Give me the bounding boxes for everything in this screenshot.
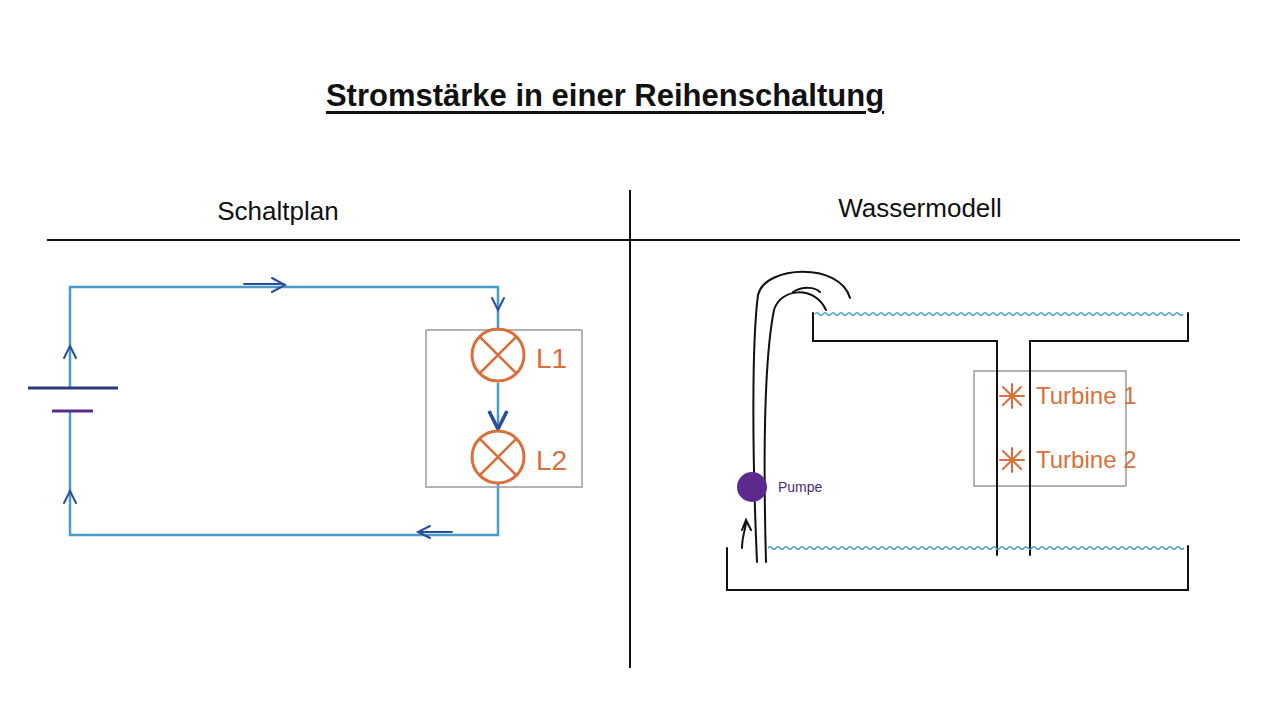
water-surface [768,547,1184,550]
turbine-star [1000,448,1024,472]
section-heading: Wassermodell [838,193,1002,224]
lamp-symbol: L2 [470,429,567,485]
pump-disc [737,472,767,502]
series-frame [426,330,582,487]
lamp-symbol: L1 [470,327,567,383]
lamp-label: L2 [526,437,567,477]
current-arrow [244,278,285,292]
battery-plate [52,410,93,413]
lamp-icon [470,429,526,485]
lamp-outline [472,329,524,381]
current-arrow [64,278,504,538]
turbine-icon [998,446,1026,474]
section-heading: Schaltplan [217,196,338,227]
title: Stromstärke in einer Reihenschaltung [0,78,1210,114]
pipe-shine [793,288,820,292]
current-arrow [64,491,76,503]
lamp-cross [480,439,516,475]
flow-arrow [742,520,751,548]
lower-tank [727,546,1188,590]
turbine-label: Turbine 1 [1026,382,1137,410]
water-surface [815,313,1183,316]
turbine-label: Turbine 2 [1026,446,1137,474]
turbine-icon [998,382,1026,410]
upper-tank [1030,313,1188,555]
lamp-label: L1 [526,335,567,375]
turbine-symbol: Turbine 1 [998,382,1137,410]
battery-plate [28,387,118,390]
current-arrow [418,526,452,538]
lamp-outline [472,431,524,483]
wire [70,411,498,535]
turbine-symbol: Turbine 2 [998,446,1137,474]
current-arrow [492,298,504,310]
header-rule [47,239,1240,241]
turbine-star [1000,384,1024,408]
upper-tank [813,313,997,555]
pump-icon [736,471,768,503]
divider [629,190,631,668]
lamp-icon [470,327,526,383]
current-wire [497,383,500,429]
pump-pipe [765,292,826,562]
circuit-wire [70,287,498,535]
wire [70,287,498,388]
pump-label: Pumpe [768,479,822,495]
pump-symbol: Pumpe [736,471,822,503]
water-model [727,272,1188,590]
current-arrow [64,346,76,358]
lamp-cross [480,337,516,373]
